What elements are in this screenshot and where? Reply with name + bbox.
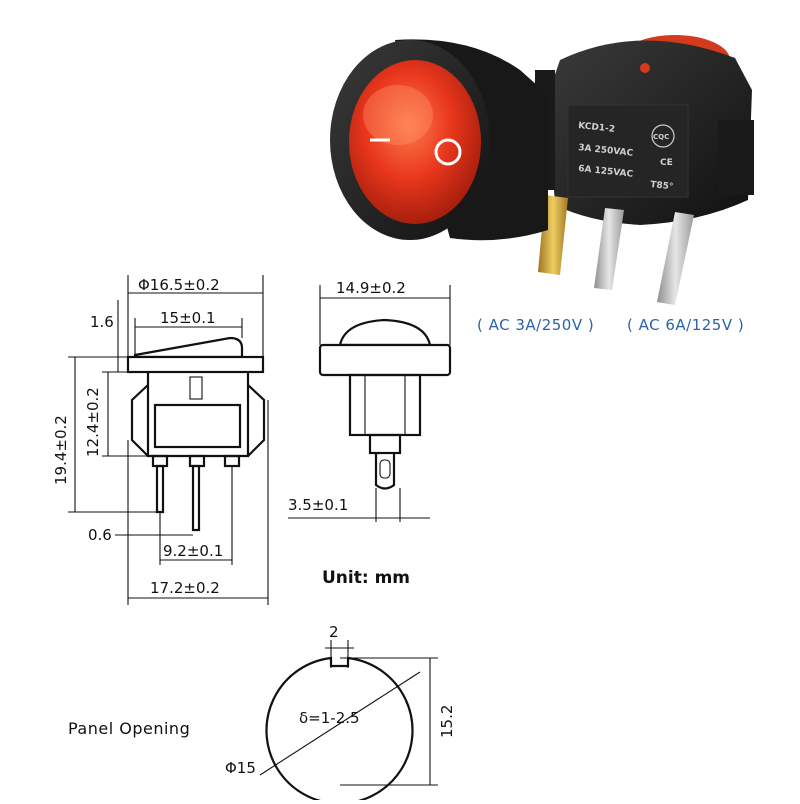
dim-clip-width: 17.2±0.2	[150, 579, 220, 597]
bezel-outline	[126, 355, 265, 374]
dim-bezel-width: 14.9±0.2	[336, 279, 406, 297]
unit-label: Unit: mm	[322, 568, 410, 588]
pin-left	[155, 464, 165, 514]
dim-pin-thickness: 0.6	[88, 526, 112, 544]
terminal-silver-2	[657, 212, 694, 305]
temp-rating-label: T85°	[650, 180, 674, 192]
body-outline	[146, 372, 250, 458]
rating-6a-125v: ( AC 6A/125V )	[627, 316, 744, 334]
indicator-dot	[640, 63, 650, 73]
dim-panel-height: 15.2	[438, 705, 456, 738]
center-post	[189, 376, 203, 400]
left-clip	[130, 384, 149, 457]
dim-rocker-height: 1.6	[90, 313, 114, 331]
dim-body-height: 12.4±0.2	[84, 387, 102, 457]
rocker-highlight	[363, 85, 433, 145]
front-view-drawing: Φ16.5±0.2 15±0.1 1.6 19.4±0.2 12.4±0.2 0…	[52, 275, 269, 605]
side-terminal-slot	[379, 459, 391, 479]
panel-opening-drawing: 2 δ=1-2.5 Φ15 15.2 Panel Opening	[68, 623, 456, 804]
cqc-mark-icon	[651, 124, 675, 148]
rating-3a-250v: ( AC 3A/250V )	[477, 316, 594, 334]
rocker-outline	[133, 336, 244, 359]
pin-middle	[191, 464, 201, 532]
body-window	[153, 403, 242, 449]
switch-front-photo	[330, 39, 548, 241]
foot-middle	[188, 454, 206, 468]
panel-cutout-outline	[265, 656, 414, 804]
cqc-mark-label: CQC	[653, 133, 669, 141]
side-rocker-dome	[338, 318, 432, 347]
dim-rocker-width: 15±0.1	[160, 309, 216, 327]
dim-terminal-width: 3.5±0.1	[288, 496, 348, 514]
side-body	[348, 373, 422, 437]
ce-mark-label: CE	[660, 158, 673, 168]
panel-opening-caption: Panel Opening	[68, 719, 190, 738]
terminal-silver-1	[594, 208, 624, 290]
right-clip	[247, 384, 266, 457]
off-symbol-icon	[434, 138, 462, 166]
side-clip	[718, 120, 754, 195]
marking-model: KCD1-2	[578, 121, 616, 135]
marking-panel	[567, 104, 689, 198]
dim-panel-diameter: Φ15	[225, 759, 256, 777]
product-photo: KCD1-2 3A 250VAC 6A 125VAC CQC CE T85°	[330, 35, 754, 305]
dim-pin-spacing: 9.2±0.1	[163, 542, 223, 560]
side-bezel	[318, 343, 452, 377]
foot-right	[223, 454, 241, 468]
foot-left	[151, 454, 169, 468]
dim-outer-diameter: Φ16.5±0.2	[138, 276, 220, 294]
rocker-red	[349, 60, 481, 224]
side-terminal-base	[368, 433, 402, 455]
side-terminal	[374, 453, 396, 490]
dim-total-height: 19.4±0.2	[52, 415, 70, 485]
switch-side-photo: KCD1-2 3A 250VAC 6A 125VAC CQC CE T85°	[535, 35, 754, 305]
diameter-leader	[259, 671, 421, 776]
dim-key-width: 2	[329, 623, 339, 641]
dim-panel-thickness: δ=1-2.5	[299, 709, 360, 727]
side-view-drawing: 14.9±0.2 3.5±0.1	[288, 279, 452, 522]
